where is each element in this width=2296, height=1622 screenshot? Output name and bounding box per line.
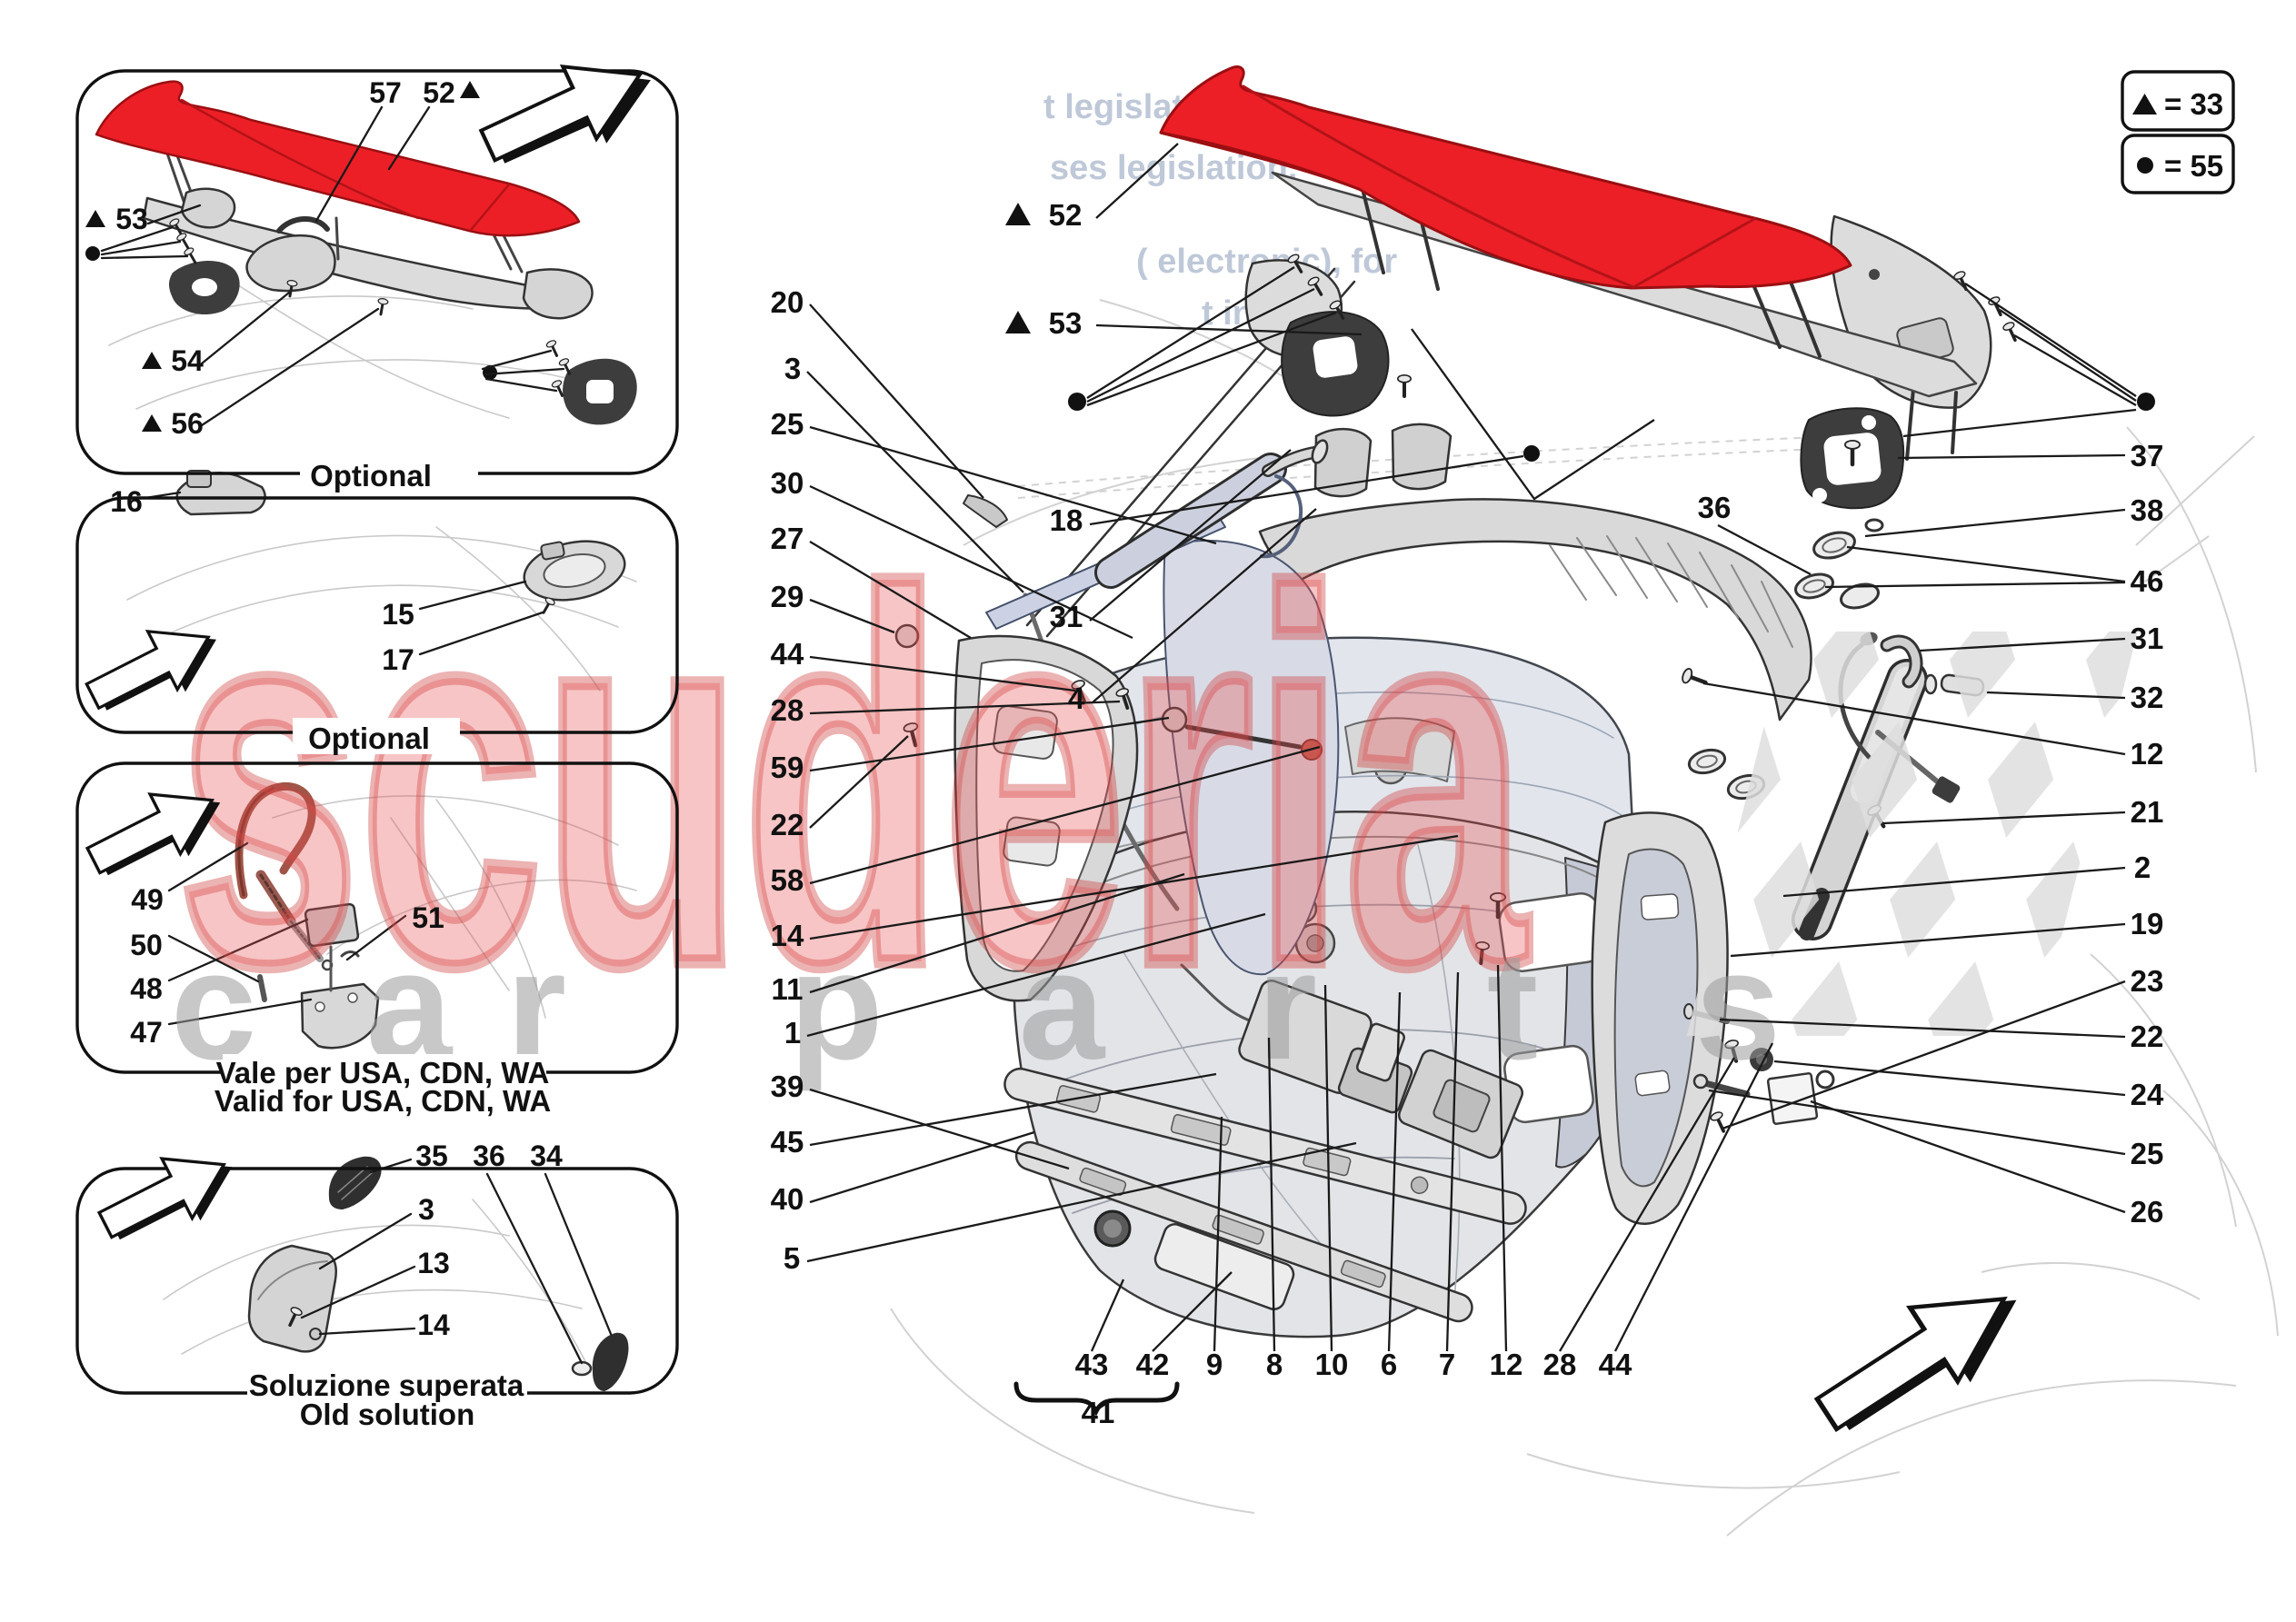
svg-text:23: 23 — [2131, 964, 2164, 998]
svg-text:30: 30 — [771, 466, 804, 500]
svg-text:43: 43 — [1075, 1348, 1109, 1381]
svg-text:56: 56 — [171, 407, 204, 440]
svg-text:10: 10 — [1315, 1348, 1349, 1381]
svg-text:53: 53 — [1049, 306, 1083, 340]
svg-text:26: 26 — [2131, 1195, 2164, 1229]
svg-text:12: 12 — [2131, 737, 2164, 771]
svg-text:8: 8 — [1266, 1348, 1283, 1381]
svg-text:Old solution: Old solution — [300, 1398, 474, 1431]
svg-text:Vale per USA, CDN, WA: Vale per USA, CDN, WA — [216, 1056, 550, 1090]
svg-text:= 55: = 55 — [2164, 149, 2223, 183]
svg-text:9: 9 — [1206, 1348, 1223, 1381]
svg-text:24: 24 — [2131, 1078, 2164, 1111]
svg-text:41: 41 — [1082, 1396, 1115, 1429]
svg-text:Soluzione superata: Soluzione superata — [249, 1368, 524, 1402]
svg-text:28: 28 — [1543, 1348, 1577, 1381]
svg-text:34: 34 — [530, 1139, 563, 1172]
svg-text:Optional: Optional — [310, 459, 432, 493]
svg-text:59: 59 — [771, 751, 804, 784]
svg-text:14: 14 — [417, 1309, 450, 1341]
svg-text:19: 19 — [2131, 907, 2164, 940]
svg-text:14: 14 — [771, 919, 804, 952]
svg-text:31: 31 — [2131, 622, 2164, 655]
svg-text:42: 42 — [1136, 1348, 1170, 1381]
svg-text:58: 58 — [771, 863, 804, 897]
svg-text:28: 28 — [771, 693, 804, 727]
svg-text:47: 47 — [130, 1016, 163, 1049]
svg-text:r: r — [1257, 920, 1317, 1092]
svg-text:21: 21 — [2131, 795, 2164, 829]
svg-text:22: 22 — [2131, 1020, 2164, 1053]
svg-text:32: 32 — [2131, 681, 2164, 714]
svg-text:6: 6 — [1381, 1348, 1397, 1381]
svg-text:53: 53 — [115, 203, 148, 235]
svg-text:22: 22 — [771, 808, 804, 841]
svg-text:50: 50 — [130, 929, 163, 961]
svg-text:48: 48 — [130, 972, 163, 1005]
svg-text:44: 44 — [771, 637, 804, 671]
svg-text:27: 27 — [771, 522, 804, 555]
svg-text:54: 54 — [171, 344, 204, 377]
svg-text:t legislat: t legislat — [1043, 88, 1183, 126]
svg-text:p: p — [789, 920, 883, 1092]
svg-text:11: 11 — [772, 972, 804, 1006]
svg-text:s: s — [1695, 920, 1782, 1092]
svg-text:3: 3 — [418, 1193, 434, 1226]
svg-text:39: 39 — [771, 1070, 804, 1103]
svg-text:13: 13 — [417, 1247, 450, 1279]
svg-text:1: 1 — [784, 1016, 801, 1050]
svg-text:44: 44 — [1599, 1348, 1632, 1381]
svg-text:15: 15 — [382, 598, 414, 631]
svg-text:12: 12 — [1490, 1348, 1523, 1381]
svg-text:36: 36 — [1698, 491, 1732, 524]
svg-text:16: 16 — [110, 485, 143, 518]
svg-text:17: 17 — [382, 643, 414, 676]
svg-text:37: 37 — [2131, 439, 2164, 473]
svg-text:31: 31 — [1050, 600, 1083, 633]
svg-text:20: 20 — [771, 285, 804, 319]
svg-text:52: 52 — [1049, 198, 1083, 232]
svg-text:3: 3 — [784, 352, 801, 385]
svg-text:36: 36 — [473, 1139, 505, 1172]
svg-text:Valid for USA, CDN, WA: Valid for USA, CDN, WA — [215, 1084, 551, 1118]
svg-text:5: 5 — [784, 1241, 800, 1275]
svg-text:38: 38 — [2131, 493, 2164, 527]
svg-text:4: 4 — [1068, 682, 1085, 715]
svg-text:t: t — [1487, 920, 1539, 1092]
svg-text:= 33: = 33 — [2164, 87, 2223, 121]
svg-text:25: 25 — [771, 407, 804, 441]
svg-text:51: 51 — [412, 901, 444, 934]
svg-text:40: 40 — [771, 1182, 804, 1216]
svg-text:49: 49 — [131, 883, 164, 916]
svg-text:18: 18 — [1050, 503, 1083, 537]
svg-text:46: 46 — [2131, 564, 2164, 598]
svg-text:29: 29 — [771, 580, 804, 613]
svg-text:45: 45 — [771, 1125, 804, 1159]
svg-text:52: 52 — [423, 76, 455, 109]
svg-text:25: 25 — [2131, 1137, 2164, 1170]
svg-text:57: 57 — [369, 76, 402, 109]
svg-text:a: a — [1019, 920, 1106, 1092]
svg-text:Optional: Optional — [308, 721, 430, 755]
svg-text:7: 7 — [1439, 1348, 1455, 1381]
svg-text:35: 35 — [415, 1139, 448, 1172]
svg-text:2: 2 — [2134, 851, 2151, 884]
